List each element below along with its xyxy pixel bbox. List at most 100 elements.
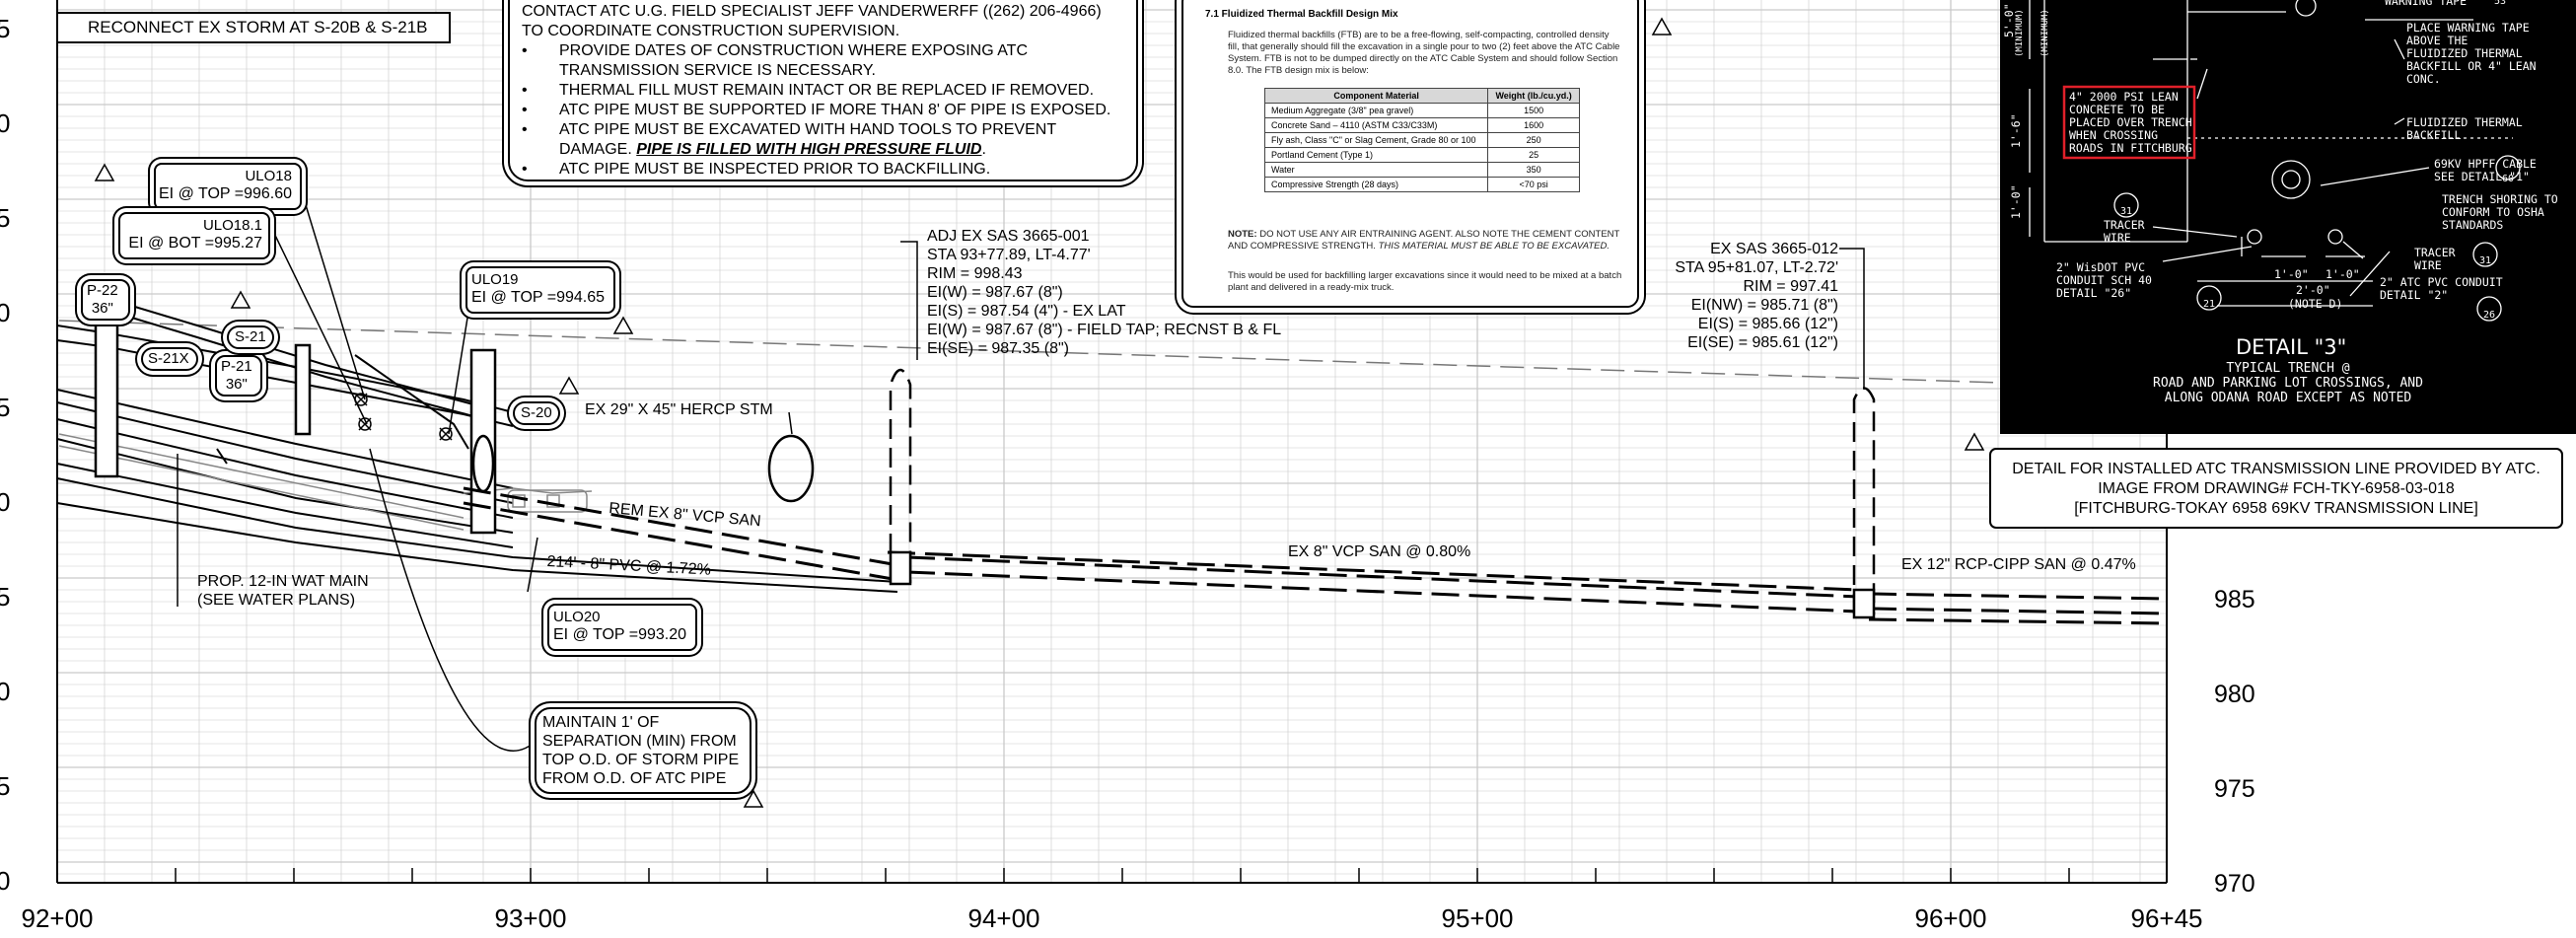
elevation-label: 0: [0, 487, 11, 517]
station-label: 93+00: [494, 903, 567, 933]
tracer-right-ref: 31: [2479, 255, 2492, 266]
note-line-7: •ATC PIPE MUST BE EXCAVATED WITH HAND TO…: [522, 121, 1057, 138]
callout-ulo18: ULO18 EI @ TOP =996.60: [154, 163, 302, 210]
spec-note: NOTE: DO NOT USE ANY AIR ENTRAINING AGEN…: [1228, 229, 1620, 252]
storm-structures: [94, 319, 497, 535]
detail-dim-min-b: (MINIMUM): [2040, 9, 2050, 57]
note-line-9: •ATC PIPE MUST BE INSPECTED PRIOR TO BAC…: [522, 161, 991, 178]
ftb-spec-document: 7.1 Fluidized Thermal Backfill Design Mi…: [1181, 0, 1639, 308]
trench-detail-3: 5'-0" (MINIMUM) (MINIMUM) 1'-6" 1'-0" WA…: [2000, 0, 2576, 434]
shoring-text: TRENCH SHORING TO CONFORM TO OSHA STANDA…: [2442, 192, 2558, 232]
note-line-2: TO COORDINATE CONSTRUCTION SUPERVISION.: [522, 23, 900, 39]
tag-s20: S-20: [513, 401, 560, 425]
dim-1ft-a: 1'-0": [2274, 267, 2309, 281]
table-row: Fly ash, Class "C" or Slag Cement, Grade…: [1263, 132, 1580, 148]
spec-footer: This would be used for backfilling large…: [1228, 270, 1622, 293]
warning-tape-ref: 53: [2494, 0, 2507, 7]
tag-p21: P-21 36": [215, 355, 262, 397]
tag-s21x: S-21X: [141, 347, 198, 371]
fluidized-text: FLUIDIZED THERMAL BACKFILL: [2406, 115, 2523, 142]
table-row: Portland Cement (Type 1)25: [1263, 147, 1580, 163]
title-box: RECONNECT EX STORM AT S-20B & S-21B: [56, 12, 451, 43]
elevation-label: 980: [2214, 681, 2255, 708]
conduit-left-text: 2" WisDOT PVC CONDUIT SCH 40 DETAIL "26": [2056, 260, 2152, 300]
note-line-4: TRANSMISSION SERVICE IS NECESSARY.: [559, 62, 876, 79]
callout-separation: MAINTAIN 1' OF SEPARATION (MIN) FROM TOP…: [535, 707, 751, 794]
bullet: •: [522, 102, 528, 118]
dim-2ft: 2'-0": [2296, 283, 2330, 297]
table-header: Component Material: [1263, 88, 1489, 104]
place-warning-text: PLACE WARNING TAPE ABOVE THE FLUIDIZED T…: [2406, 21, 2537, 86]
tag-p22: P-22 36": [81, 279, 130, 321]
detail-subtitle: TYPICAL TRENCH @ ROAD AND PARKING LOT CR…: [2153, 361, 2423, 405]
label-rcp: EX 12" RCP-CIPP SAN @ 0.47%: [1901, 556, 2136, 573]
callout-ulo20: ULO20 EI @ TOP =993.20: [547, 604, 697, 651]
leader-lines: [177, 172, 1865, 752]
detail-dim-1-0: 1'-0": [2009, 184, 2023, 219]
construction-notes: CONTACT ATC U.G. FIELD SPECIALIST JEFF V…: [508, 0, 1138, 181]
tracer-left-text: TRACER WIRE: [2104, 218, 2145, 245]
station-label: 96+45: [2130, 903, 2203, 933]
tag-s21: S-21: [227, 325, 274, 349]
lean-concrete-text: 4" 2000 PSI LEAN CONCRETE TO BE PLACED O…: [2069, 90, 2192, 155]
conduit-right-ref: 26: [2483, 310, 2496, 321]
table-header: Weight (lb./cu.yd.): [1487, 88, 1580, 104]
note-line-1: CONTACT ATC U.G. FIELD SPECIALIST JEFF V…: [522, 3, 1102, 20]
elevation-label: 0: [0, 298, 11, 327]
note-line-8: DAMAGE. PIPE IS FILLED WITH HIGH PRESSUR…: [559, 141, 986, 158]
elevation-label: 5: [0, 14, 11, 43]
table-row: Concrete Sand – 4110 (ASTM C33/C33M)1600: [1263, 117, 1580, 133]
elevation-label: 975: [2214, 775, 2255, 803]
title-text: RECONNECT EX STORM AT S-20B & S-21B: [88, 18, 428, 36]
station-label: 95+00: [1441, 903, 1514, 933]
elevation-label: 985: [2214, 586, 2255, 613]
elevation-label: 5: [0, 582, 11, 612]
detail-dim-min-a: (MINIMUM): [2015, 9, 2025, 57]
detail-dim-1-6: 1'-6": [2009, 113, 2023, 148]
elevation-label: 0: [0, 866, 11, 896]
elevation-label: 970: [2214, 870, 2255, 898]
label-vcp-san: EX 8" VCP SAN @ 0.80%: [1288, 543, 1471, 560]
bullet: •: [522, 161, 528, 178]
detail-linework: [2029, 0, 2521, 322]
warning-tape-label: WARNING TAPE: [2385, 0, 2468, 8]
station-label: 92+00: [21, 903, 94, 933]
elevation-label: 0: [0, 108, 11, 138]
label-hercp: EX 29" X 45" HERCP STM: [585, 401, 773, 418]
detail-source-note: DETAIL FOR INSTALLED ATC TRANSMISSION LI…: [2012, 461, 2540, 517]
note-line-3: •PROVIDE DATES OF CONSTRUCTION WHERE EXP…: [522, 42, 1029, 59]
notes-list: CONTACT ATC U.G. FIELD SPECIALIST JEFF V…: [522, 2, 1110, 180]
conduit-right-text: 2" ATC PVC CONDUIT DETAIL "2": [2380, 275, 2503, 302]
dim-1ft-b: 1'-0": [2326, 267, 2360, 281]
elevation-label: 0: [0, 677, 11, 706]
detail-title: DETAIL "3": [2236, 335, 2347, 359]
label-sas-001: ADJ EX SAS 3665-001 STA 93+77.89, LT-4.7…: [927, 228, 1282, 357]
detail-note-frame: [1989, 448, 2563, 529]
station-label: 96+00: [1914, 903, 1987, 933]
bullet: •: [522, 82, 528, 99]
elevation-label: 5: [0, 393, 11, 422]
elevation-label: 5: [0, 771, 11, 801]
sanitary-sewer: [463, 486, 2168, 625]
note-line-5: •THERMAL FILL MUST REMAIN INTACT OR BE R…: [522, 82, 1095, 99]
spec-heading: 7.1 Fluidized Thermal Backfill Design Mi…: [1205, 9, 1398, 20]
bullet: •: [522, 121, 528, 138]
callout-ulo19: ULO19 EI @ TOP =994.65: [465, 266, 615, 314]
tracer-right-text: TRACER WIRE: [2414, 246, 2456, 272]
label-sas-012: EX SAS 3665-012 STA 95+81.07, LT-2.72' R…: [1675, 241, 1838, 351]
callout-water-main: PROP. 12-IN WAT MAIN (SEE WATER PLANS): [197, 573, 369, 609]
tracer-left-ref: 31: [2120, 206, 2133, 217]
spec-paragraph: Fluidized thermal backfills (FTB) are to…: [1228, 30, 1620, 76]
note-line-6: •ATC PIPE MUST BE SUPPORTED IF MORE THAN…: [522, 102, 1111, 118]
existing-ground-line: [58, 320, 2003, 384]
table-row: Compressive Strength (28 days)<70 psi: [1263, 177, 1580, 192]
hpff-ref: 60: [2502, 174, 2515, 184]
hpff-text: 69KV HPFF CABLE SEE DETAIL "1": [2434, 157, 2537, 183]
revision-triangles: [94, 17, 1985, 808]
station-label: 94+00: [967, 903, 1040, 933]
bullet: •: [522, 42, 528, 59]
callout-ulo18-1: ULO18.1 EI @ BOT =995.27: [118, 212, 270, 259]
conduit-left-ref: 21: [2203, 299, 2216, 310]
